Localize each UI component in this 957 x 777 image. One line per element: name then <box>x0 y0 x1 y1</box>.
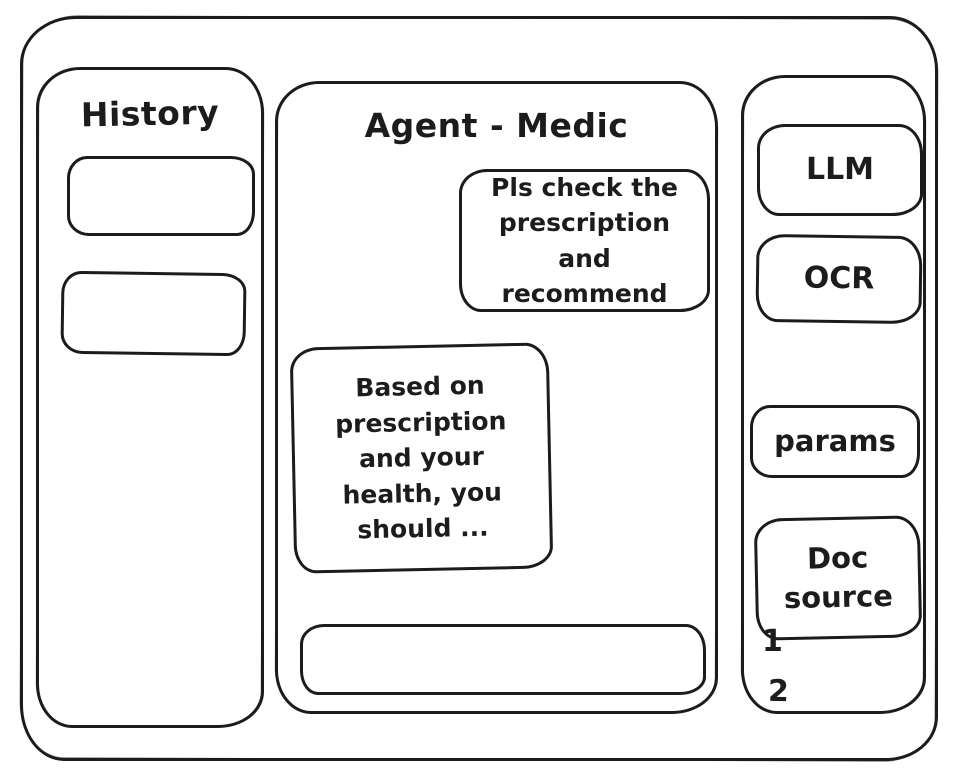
tools-panel: LLM OCR params Doc source 1 2 <box>741 75 926 714</box>
tool-button-ocr[interactable]: OCR <box>755 233 923 325</box>
message-bubble-assistant: Based on prescription and your health, y… <box>289 342 554 574</box>
chat-panel: Agent - Medic Pls check the prescription… <box>275 81 718 714</box>
tool-button-params[interactable]: params <box>750 405 920 478</box>
app-window: History Agent - Medic Pls check the pres… <box>20 16 938 761</box>
message-bubble-user: Pls check the prescription and recommend <box>459 169 710 312</box>
history-panel-title: History <box>80 92 220 135</box>
history-panel: History <box>36 67 264 728</box>
doc-source-number-2: 2 <box>767 673 790 710</box>
tool-button-llm[interactable]: LLM <box>757 124 923 216</box>
history-item[interactable] <box>67 156 255 236</box>
tool-button-doc-source[interactable]: Doc source <box>753 515 923 641</box>
chat-input[interactable] <box>300 624 706 695</box>
doc-source-number-1: 1 <box>762 624 783 659</box>
history-item[interactable] <box>60 270 247 357</box>
chat-panel-title: Agent - Medic <box>364 106 629 145</box>
